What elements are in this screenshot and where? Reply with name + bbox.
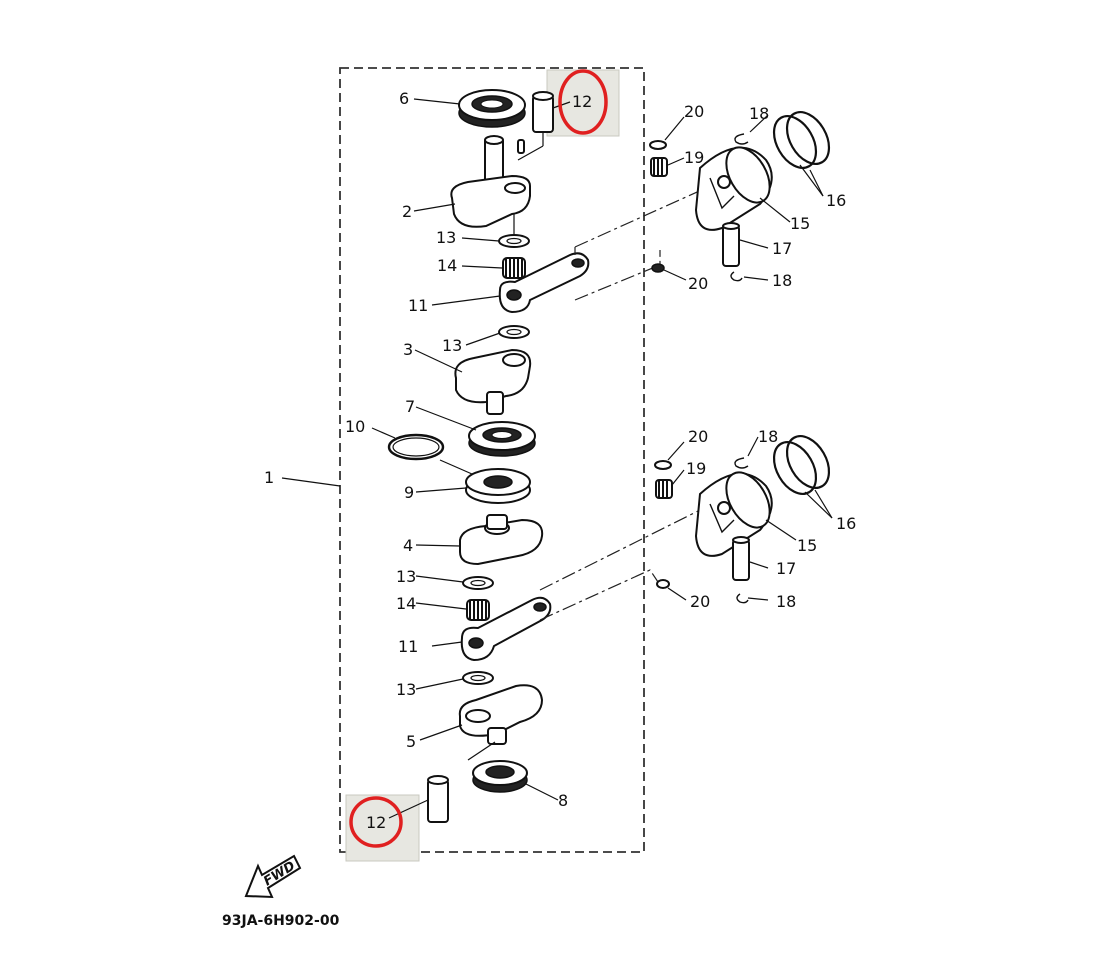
label-bottom-bearing: 8: [558, 791, 568, 810]
seal-ring-part: [387, 433, 445, 461]
label-clip-upper-a: 18: [749, 104, 769, 123]
needle-bearing-lower-part: [466, 599, 490, 621]
label-piston-lower: 15: [797, 536, 817, 555]
lower-crank-web-part: [458, 684, 544, 745]
center-bearing-part: [468, 421, 536, 457]
label-washer-2: 13: [442, 336, 462, 355]
label-labyrinth-seal: 9: [404, 483, 414, 502]
con-rod-upper-part: [498, 252, 590, 314]
middle-crank-web-part: [454, 348, 532, 415]
label-washer-3: 13: [396, 567, 416, 586]
label-clip-lower-b: 18: [776, 592, 796, 611]
piston-rings-upper-part: [772, 111, 831, 169]
bottom-bearing-part: [472, 760, 528, 793]
label-needle-bearing-upper: 14: [437, 256, 457, 275]
assembly-leader: [281, 477, 341, 487]
label-crank-pin-upper: 12: [572, 92, 592, 111]
label-clip-upper-b: 18: [772, 271, 792, 290]
label-rings-upper: 16: [826, 191, 846, 210]
fwd-label: FWD: [261, 859, 298, 890]
highlight-circle-bottom: [349, 796, 403, 848]
label-pin-washer-upper-b: 20: [688, 274, 708, 293]
label-assembly: 1: [264, 468, 274, 487]
label-pin-washer-upper-a: 20: [684, 102, 704, 121]
needle-bearing-upper-part: [502, 257, 526, 279]
label-pin-washer-lower-a: 20: [688, 427, 708, 446]
label-con-rod-lower: 11: [398, 637, 418, 656]
top-bearing-part: [458, 89, 526, 128]
piston-upper-part: [694, 146, 773, 231]
label-washer-1: 13: [436, 228, 456, 247]
piston-rings-lower-part: [772, 435, 831, 495]
label-crank-pin-lower: 12: [366, 813, 386, 832]
lower-middle-web-part: [459, 514, 544, 566]
piston-pin-upper-part: [722, 222, 740, 267]
small-end-bearing-upper-part: [650, 157, 668, 177]
label-needle-bearing-lower: 14: [396, 594, 416, 613]
label-rings-lower: 16: [836, 514, 856, 533]
crank-pin-bottom-part: [427, 775, 449, 823]
label-small-end-bearing-lower: 19: [686, 459, 706, 478]
label-clip-lower-a: 18: [758, 427, 778, 446]
label-upper-crank-web: 2: [402, 202, 412, 221]
label-lower-crank-web: 5: [406, 732, 416, 751]
crank-pin-top-part: [532, 91, 554, 133]
label-pin-washer-lower-b: 20: [690, 592, 710, 611]
labyrinth-seal-part: [465, 468, 531, 504]
label-piston-pin-upper: 17: [772, 239, 792, 258]
label-piston-pin-lower: 17: [776, 559, 796, 578]
small-end-bearing-lower-part: [655, 479, 673, 499]
label-con-rod-upper: 11: [408, 296, 428, 315]
assembly-boundary: [339, 67, 645, 853]
upper-crank-web-part: [450, 135, 531, 228]
con-rod-lower-part: [460, 596, 552, 662]
label-washer-4: 13: [396, 680, 416, 699]
label-piston-upper: 15: [790, 214, 810, 233]
leader-lines: [371, 98, 833, 819]
piston-lower-part: [694, 471, 773, 557]
label-center-bearing: 7: [405, 397, 415, 416]
drawing-code: 93JA-6H902-00: [222, 913, 340, 929]
label-top-bearing: 6: [399, 89, 409, 108]
fwd-arrow-icon: FWD: [244, 854, 302, 899]
label-small-end-bearing-upper: 19: [684, 148, 704, 167]
label-lower-middle-web: 4: [403, 536, 413, 555]
label-middle-crank-web: 3: [403, 340, 413, 359]
highlight-circle-top: [558, 69, 608, 135]
label-seal-ring: 10: [345, 417, 365, 436]
piston-pin-lower-part: [732, 536, 750, 581]
